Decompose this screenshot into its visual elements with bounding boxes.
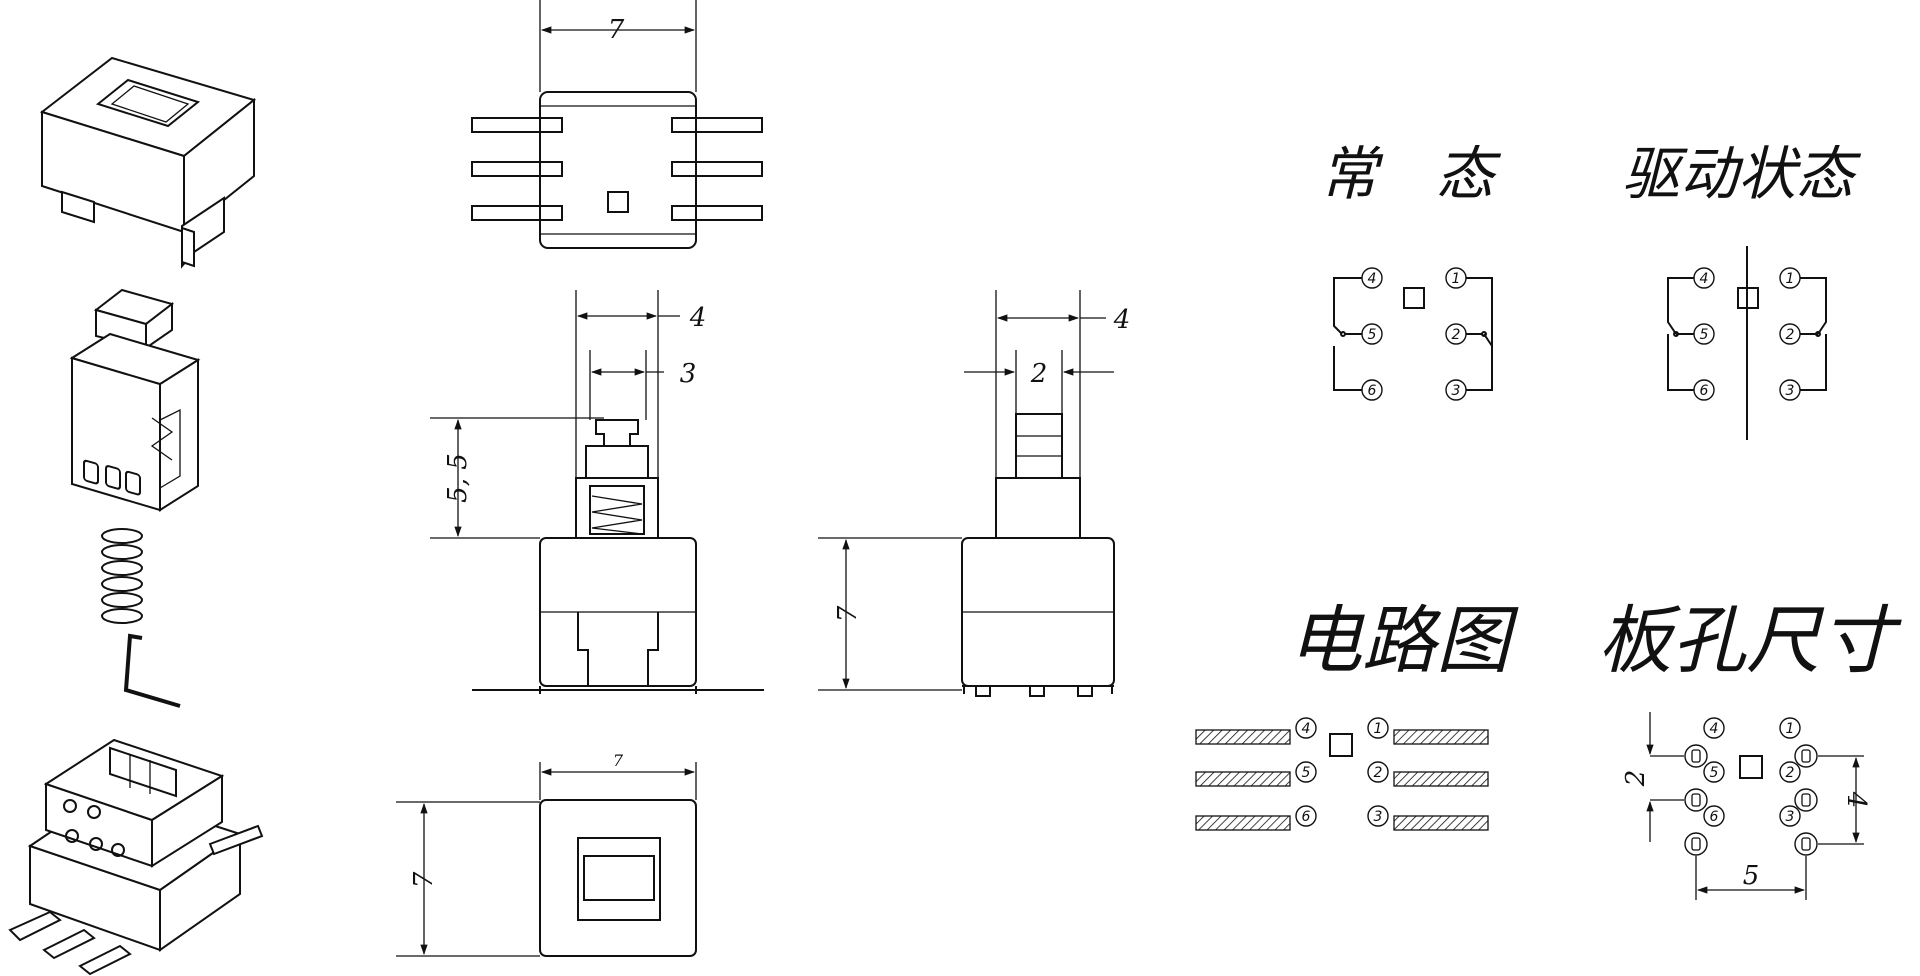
pin-label: 2: [1452, 327, 1461, 343]
pin-label: 5: [1302, 765, 1311, 781]
actuator-part: [69, 288, 201, 512]
pin-label: 6: [1302, 809, 1311, 825]
base-part: [8, 738, 264, 976]
dim-hole-span-y: 4: [1841, 791, 1871, 809]
normal-state-schematic: 4 5 6 1 2 3: [1333, 267, 1493, 401]
front-view: 4 3 5, 5: [430, 290, 764, 694]
dim-bottom-height: 7: [409, 871, 439, 888]
pin-label: 6: [1700, 383, 1709, 399]
title-board-hole: 板孔尺寸: [1598, 598, 1902, 684]
pin-label: 2: [1786, 327, 1795, 343]
dim-front-stem-height: 5, 5: [443, 453, 473, 503]
dim-body-height: 7: [833, 605, 863, 622]
pin-label: 5: [1368, 327, 1377, 343]
pin-label: 6: [1368, 383, 1377, 399]
exploded-view: [8, 56, 264, 976]
pin-label: 1: [1452, 271, 1461, 287]
dim-front-stem-inner: 3: [680, 359, 697, 389]
board-hole-layout: 4 5 6 1 2 3 2 4 5: [1621, 712, 1871, 900]
pin-label: 1: [1374, 721, 1383, 737]
pin-label: 3: [1786, 809, 1795, 825]
circuit-diagram: 4 5 6 1 2 3: [1195, 717, 1489, 831]
top-view: 7: [471, 0, 763, 249]
pin-label: 3: [1786, 383, 1795, 399]
pin-label: 2: [1786, 765, 1795, 781]
dim-hole-span-x: 5: [1743, 861, 1760, 891]
pin-label: 1: [1786, 721, 1795, 737]
cap-part: [39, 56, 257, 269]
driven-state-schematic: 4 5 6 1 2 3: [1667, 246, 1827, 440]
pin-label: 3: [1452, 383, 1461, 399]
dim-front-stem-outer: 4: [689, 303, 707, 333]
pin-label: 3: [1374, 809, 1383, 825]
pin-label: 5: [1710, 765, 1719, 781]
title-normal-state: 常 态: [1320, 140, 1502, 208]
wire-clip-part: [123, 633, 181, 708]
dim-side-stem-outer: 4: [1113, 305, 1131, 335]
dim-hole-pitch-y: 2: [1621, 770, 1651, 788]
title-circuit: 电路图: [1288, 598, 1519, 684]
dim-bottom-width: 7: [613, 751, 624, 770]
pin-label: 4: [1302, 721, 1311, 737]
dim-top-width: 7: [608, 15, 625, 45]
pin-label: 4: [1700, 271, 1709, 287]
pin-label: 4: [1368, 271, 1377, 287]
side-view: 4 2 7: [818, 290, 1131, 697]
dim-side-stem-inner: 2: [1030, 359, 1048, 389]
spring-part: [101, 528, 143, 624]
pin-label: 2: [1374, 765, 1383, 781]
pin-label: 4: [1710, 721, 1719, 737]
title-driven-state: 驱动状态: [1622, 140, 1862, 208]
pin-label: 5: [1700, 327, 1709, 343]
bottom-view: 7 7: [396, 751, 697, 957]
pin-label: 6: [1710, 809, 1719, 825]
pin-label: 1: [1786, 271, 1795, 287]
